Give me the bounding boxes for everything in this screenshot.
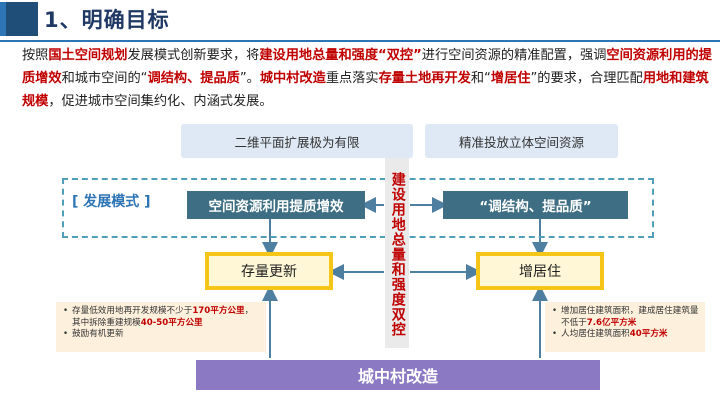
paragraph-highlight: 增居住: [490, 71, 531, 86]
paragraph-text: 按照: [22, 48, 49, 63]
title-accent-stripe: [0, 2, 6, 36]
urban-village-renewal-bar: 城中村改造: [196, 360, 600, 390]
paragraph-text: 和“: [470, 71, 491, 86]
paragraph-text: 强调: [580, 48, 607, 63]
paragraph-text: 发展模式创新要求，将: [127, 48, 260, 63]
increase-housing-box: 增居住: [476, 252, 604, 290]
stock-renewal-box: 存量更新: [205, 252, 333, 290]
paragraph-highlight: 建设用地总量和强度“双控”: [259, 48, 422, 63]
note-item: 人均居住建筑面积40平方米: [552, 329, 699, 341]
paragraph-highlight: 调结构、提品质: [147, 71, 240, 86]
pill-structure-quality: “调结构、提品质”: [443, 191, 628, 219]
note-item: 鼓励有机更新: [63, 329, 260, 341]
dual-control-vertical-box: 建设用地总量和强度双控: [385, 158, 409, 348]
pill-efficiency: 空间资源利用提质增效: [187, 191, 365, 219]
note-text: ，其中拆除重建规模: [72, 306, 254, 328]
development-mode-frame: [62, 178, 654, 238]
top-left-box: 二维平面扩展极为有限: [181, 124, 413, 158]
development-mode-label: [ 发展模式 ]: [72, 194, 151, 210]
paragraph-text: ”的要求，合理匹配: [530, 71, 643, 86]
paragraph-highlight: 用地和建筑规模: [22, 71, 709, 109]
note-right: 增加居住建筑面积，建成居住建筑量不低于7.6亿平方米人均居住建筑面积40平方米: [545, 302, 705, 352]
note-figure: 40-50平方公里: [140, 317, 203, 328]
note-text: 人均居住建筑面积: [561, 329, 630, 339]
note-text: 增加居住建筑面积，建成居住建筑量不低于: [561, 306, 699, 328]
paragraph-text: ”。: [239, 71, 260, 86]
paragraph-highlight: 空间资源利用的提质增效: [22, 48, 712, 86]
note-item: 增加居住建筑面积，建成居住建筑量不低于7.6亿平方米: [552, 306, 699, 329]
paragraph-text: 重点落实: [325, 71, 379, 86]
note-text: 鼓励有机更新: [72, 329, 124, 339]
top-right-box: 精准投放立体空间资源: [425, 124, 618, 158]
paragraph-highlight: 存量土地再开发: [378, 71, 471, 86]
paragraph-highlight: 国土空间规划: [48, 48, 128, 63]
note-figure: 170平方公里: [192, 306, 245, 316]
note-left: 存量低效用地再开发规模不少于170平方公里，其中拆除重建规模40-50平方公里鼓…: [56, 302, 266, 352]
note-figure: 7.6亿平方米: [586, 317, 637, 328]
note-figure: 40平方米: [629, 329, 668, 339]
paragraph-highlight: 城中村改造: [259, 71, 326, 86]
note-item: 存量低效用地再开发规模不少于170平方公里，其中拆除重建规模40-50平方公里: [63, 306, 260, 329]
title-divider: [0, 40, 720, 42]
paragraph-text: 进行空间资源的精准配置，: [421, 48, 581, 63]
paragraph-text: ，促进城市空间集约化、内涵式发展。: [48, 94, 273, 109]
note-text: 存量低效用地再开发规模不少于: [72, 306, 193, 316]
title-accent-bar: [0, 2, 38, 36]
intro-paragraph: 按照国土空间规划发展模式创新要求，将建设用地总量和强度“双控”进行空间资源的精准…: [22, 44, 712, 113]
page-title: 1、明确目标: [44, 8, 170, 32]
paragraph-text: 和城市空间的“: [61, 71, 148, 86]
